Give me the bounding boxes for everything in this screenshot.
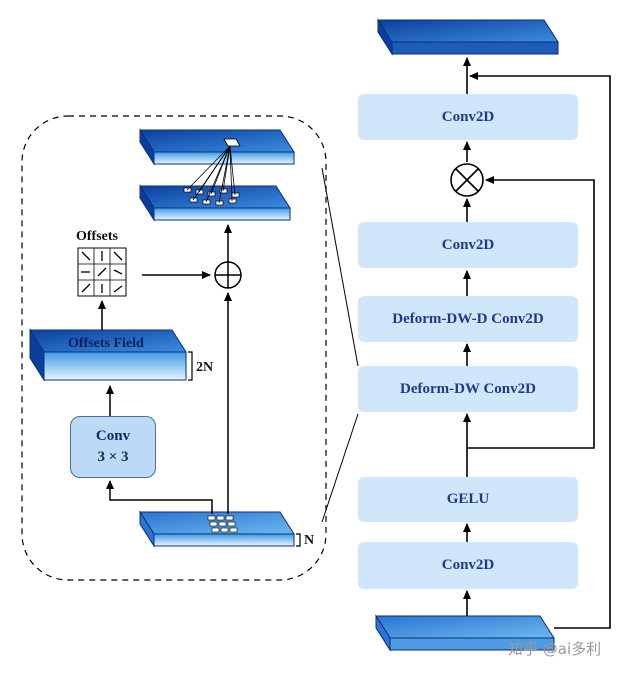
watermark: 知乎 @ai多利 xyxy=(508,640,602,658)
dim-2n-label: 2N xyxy=(196,360,214,375)
conv2d-mid-box: Conv2D xyxy=(358,222,578,268)
conv2d-bottom-label: Conv2D xyxy=(441,557,495,573)
multiply-node xyxy=(450,163,484,197)
kernel-grid xyxy=(207,515,238,533)
bracket-2n xyxy=(188,351,193,381)
deform-dw-box: Deform-DW Conv2D xyxy=(358,366,578,412)
conv2d-top-label: Conv2D xyxy=(441,108,495,125)
dim-n-label: N xyxy=(304,533,315,548)
offsets-label: Offsets xyxy=(76,229,118,244)
gelu-label: GELU xyxy=(446,491,490,507)
offsets-field-slab xyxy=(29,328,187,382)
input-slab xyxy=(375,614,555,652)
attention-skip-line xyxy=(467,176,595,449)
zoom-line-bottom xyxy=(321,413,359,523)
offsets-field-label: Offsets Field xyxy=(68,336,144,351)
deform-dw-label: Deform-DW Conv2D xyxy=(400,380,536,397)
output-slab xyxy=(377,18,559,56)
conv-3x3-line1: Conv xyxy=(95,428,131,444)
deform-input-slab xyxy=(139,145,291,222)
conv-3x3-box: Conv 3 × 3 xyxy=(70,416,156,478)
gelu-box: GELU xyxy=(358,477,578,522)
arrow-input-to-conv3x3 xyxy=(106,480,213,514)
conv-3x3-line2: 3 × 3 xyxy=(97,449,129,465)
conv2d-bottom-box: Conv2D xyxy=(358,542,578,589)
conv2d-top-box: Conv2D xyxy=(358,94,578,140)
zoom-line-top xyxy=(321,167,359,367)
conv2d-mid-label: Conv2D xyxy=(441,236,495,253)
deform-output-slab xyxy=(139,128,295,166)
add-node xyxy=(214,261,242,289)
bracket-n xyxy=(296,533,301,547)
deform-dwd-label: Deform-DW-D Conv2D xyxy=(392,310,544,327)
residual-skip-line xyxy=(469,72,611,629)
sample-point xyxy=(223,138,241,147)
deform-dwd-box: Deform-DW-D Conv2D xyxy=(358,296,578,342)
conv-input-slab xyxy=(139,510,295,548)
offsets-grid xyxy=(77,247,127,297)
